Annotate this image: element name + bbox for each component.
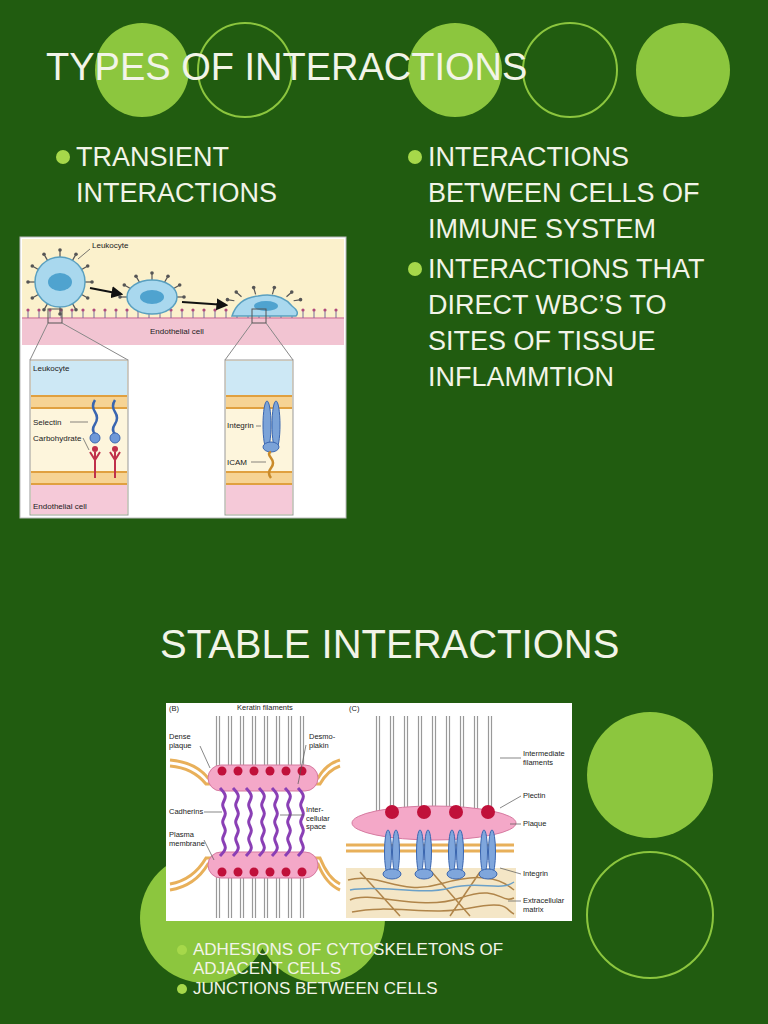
figure-label: Plectin [523,792,571,801]
figure-label: (B) [169,705,189,714]
bullet-dot [177,945,187,955]
figure-label: Leukocyte [33,364,93,373]
bullet-dot [408,262,422,276]
junction-figure [166,703,572,921]
leukocyte-figure [20,237,346,518]
figure-label: Extracellular matrix [523,897,571,914]
bullet-dot [408,150,422,164]
figure-label: Cadherins [169,808,205,817]
bullet-text: JUNCTIONS BETWEEN CELLS [193,979,543,998]
figure-label: Endothelial cell [150,327,230,336]
bullet-text: TRANSIENT INTERACTIONS [76,139,336,211]
bullet-text: ADHESIONS OF CYTOSKELETONS OF ADJACENT C… [193,940,543,978]
figure-label: Plaque [523,820,571,829]
figure-label: Inter-cellular space [306,806,338,832]
figure-label: Selectin [33,418,73,427]
figure-label: (C) [349,705,369,714]
figure-label: Leukocyte [92,241,152,250]
figure-label: Keratin filaments [237,704,317,713]
bullet-dot [177,984,187,994]
bullet-text: INTERACTIONS THAT DIRECT WBC’S TO SITES … [428,251,728,395]
figure-label: Desmo-plakin [309,733,339,750]
figure-label: Intermediate filaments [523,750,571,767]
figure-label: Dense plaque [169,733,201,750]
section-heading: STABLE INTERACTIONS [160,620,740,668]
bullet-text: INTERACTIONS BETWEEN CELLS OF IMMUNE SYS… [428,139,728,247]
figure-label: Plasma membrane [169,831,205,848]
slide-title: TYPES OF INTERACTIONS [46,44,527,90]
figure-label: Endothelial cell [33,502,113,511]
bullet-dot [56,150,70,164]
figure-label: ICAM [227,458,257,467]
figure-label: Integrin [227,421,257,430]
figure-label: Carbohydrate [33,434,85,443]
figure-label: Integrin [523,870,571,879]
